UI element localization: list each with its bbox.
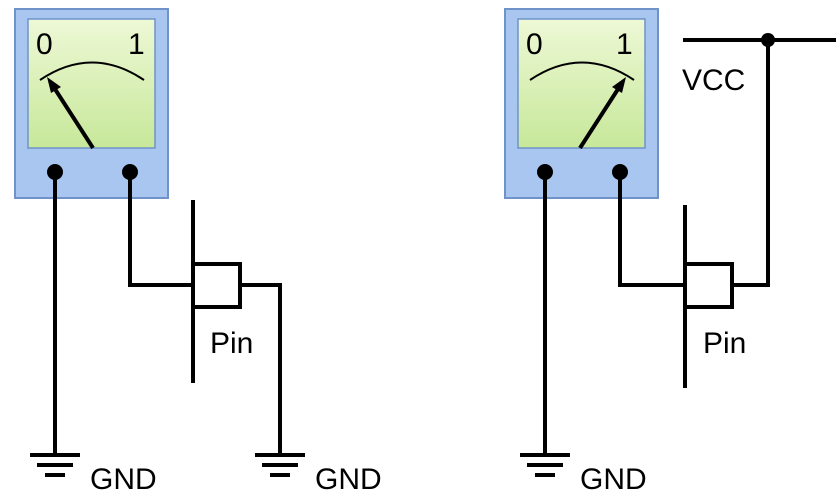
right-meter-scale-arc bbox=[529, 61, 635, 81]
left-gnd-label-1: GND bbox=[90, 463, 157, 495]
left-gnd-label-2: GND bbox=[315, 463, 382, 495]
left-meter-scale-max: 1 bbox=[128, 28, 145, 61]
left-pin-output-wire bbox=[238, 283, 282, 457]
left-pin-input-wire bbox=[128, 170, 195, 287]
right-pin-label: Pin bbox=[703, 327, 746, 360]
right-ground-symbol bbox=[520, 453, 570, 477]
right-circuit: 0 1 VCC Pin GND bbox=[504, 8, 836, 495]
left-circuit: 0 1 Pin GND GND bbox=[14, 8, 382, 495]
left-pin-box bbox=[191, 262, 242, 309]
left-pin: Pin bbox=[191, 200, 253, 383]
right-meter-needle-tip bbox=[612, 77, 626, 93]
vcc-label: VCC bbox=[682, 64, 745, 97]
right-meter-scale-max: 1 bbox=[616, 28, 633, 61]
left-ground-symbol-2 bbox=[255, 453, 305, 477]
right-pin: Pin bbox=[683, 205, 746, 388]
right-meter-scale-min: 0 bbox=[526, 28, 543, 61]
left-meter-scale-arc bbox=[39, 61, 145, 81]
left-meter: 0 1 bbox=[14, 8, 169, 199]
right-pin-input-wire bbox=[618, 170, 687, 287]
right-meter-needle bbox=[578, 84, 622, 150]
left-meter-needle bbox=[51, 84, 95, 150]
left-meter-needle-tip bbox=[47, 77, 61, 93]
left-pin-label: Pin bbox=[210, 327, 253, 360]
left-meter-scale-min: 0 bbox=[36, 28, 53, 61]
right-pin-output-wire bbox=[730, 38, 770, 287]
left-ground-symbol-1 bbox=[30, 453, 80, 477]
right-pin-box bbox=[683, 262, 734, 309]
right-gnd-label: GND bbox=[580, 463, 647, 495]
right-meter: 0 1 bbox=[504, 8, 659, 199]
vcc-junction bbox=[761, 33, 775, 47]
